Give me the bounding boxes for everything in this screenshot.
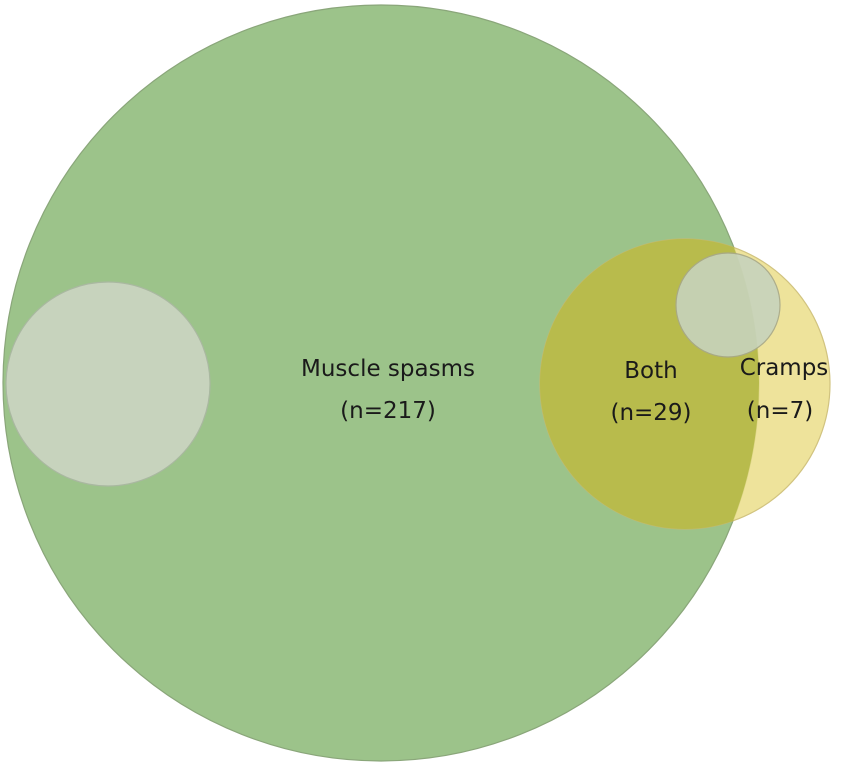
muscle-spasms-count: (n=217) bbox=[340, 398, 436, 424]
left-grey-circle bbox=[5, 281, 211, 487]
cramps-label: Cramps bbox=[740, 355, 829, 381]
both-label: Both bbox=[624, 358, 677, 384]
both-count: (n=29) bbox=[610, 400, 691, 426]
cramps-count: (n=7) bbox=[747, 398, 813, 424]
muscle-spasms-label: Muscle spasms bbox=[301, 356, 475, 382]
right-grey-circle bbox=[675, 252, 781, 358]
